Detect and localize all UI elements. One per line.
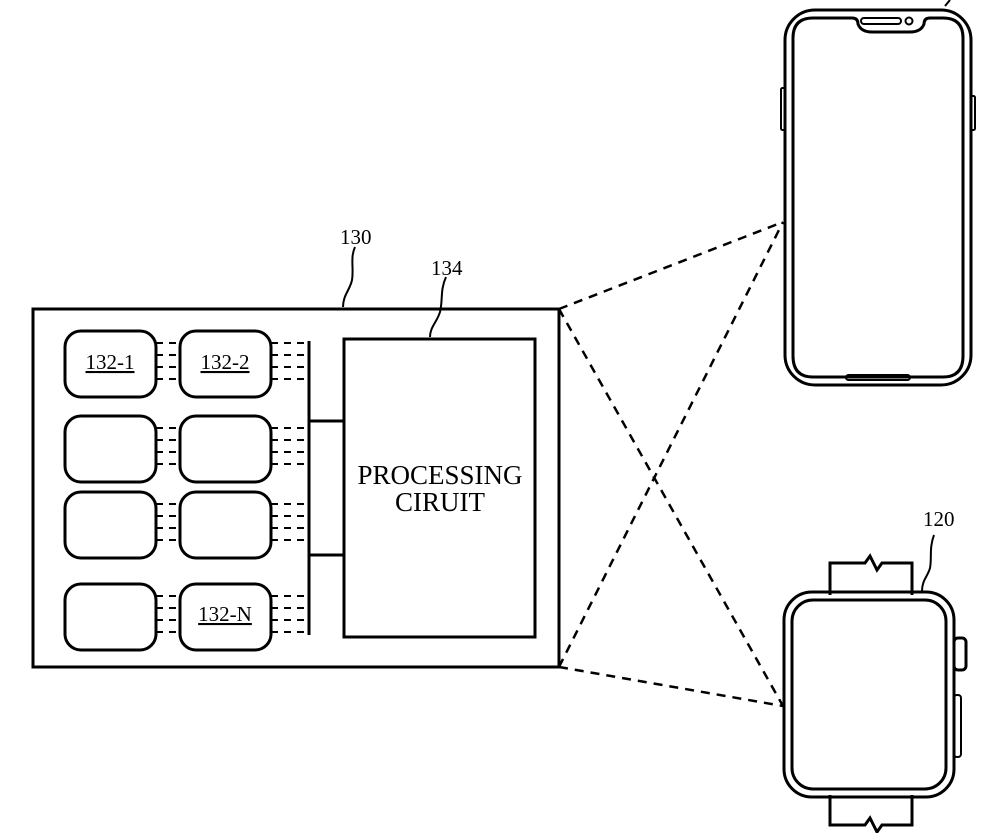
watch-screen <box>790 598 948 791</box>
module-row3-right <box>178 490 273 560</box>
watch-band-bottom <box>828 795 914 833</box>
watch-crown <box>952 636 968 672</box>
watch-band-top <box>828 553 914 595</box>
phone-home-indicator <box>845 374 911 381</box>
watch-ref-label: 120 <box>923 507 955 531</box>
system-box <box>31 307 561 669</box>
watch-case <box>782 590 956 799</box>
module-row2-left <box>63 414 158 484</box>
processor-leader-line <box>429 276 447 338</box>
phone-side-button-left <box>780 87 786 131</box>
system-ref-label: 130 <box>340 225 372 249</box>
phone-side-button-right <box>970 95 976 131</box>
module-row3-left <box>63 490 158 560</box>
smartphone <box>780 0 976 387</box>
processor-ref-label: 134 <box>431 256 463 280</box>
module-row2-right <box>178 414 273 484</box>
module-132-1-label: 132-1 <box>86 350 135 374</box>
smartwatch: 120 <box>782 507 968 833</box>
projection-lines <box>557 220 785 708</box>
module-row4-left <box>63 582 158 652</box>
module-132-N <box>178 582 273 652</box>
watch-side-button <box>953 694 962 758</box>
module-interconnects <box>156 342 309 633</box>
module-132-N-label: 132-N <box>198 602 252 626</box>
watch-leader-line <box>921 534 935 592</box>
processor-label-line2: CIRUIT <box>395 487 485 517</box>
module-132-2-label: 132-2 <box>201 350 250 374</box>
phone-leader-line <box>944 0 951 7</box>
processor-label-line1: PROCESSING <box>357 460 522 490</box>
module-132-1 <box>63 329 158 399</box>
phone-speaker <box>860 17 902 25</box>
system-leader-line <box>342 246 356 308</box>
phone-camera <box>904 16 914 26</box>
module-132-2 <box>178 329 273 399</box>
processing-circuit-box <box>342 337 537 639</box>
phone-outer <box>783 8 973 387</box>
phone-screen <box>791 16 965 379</box>
